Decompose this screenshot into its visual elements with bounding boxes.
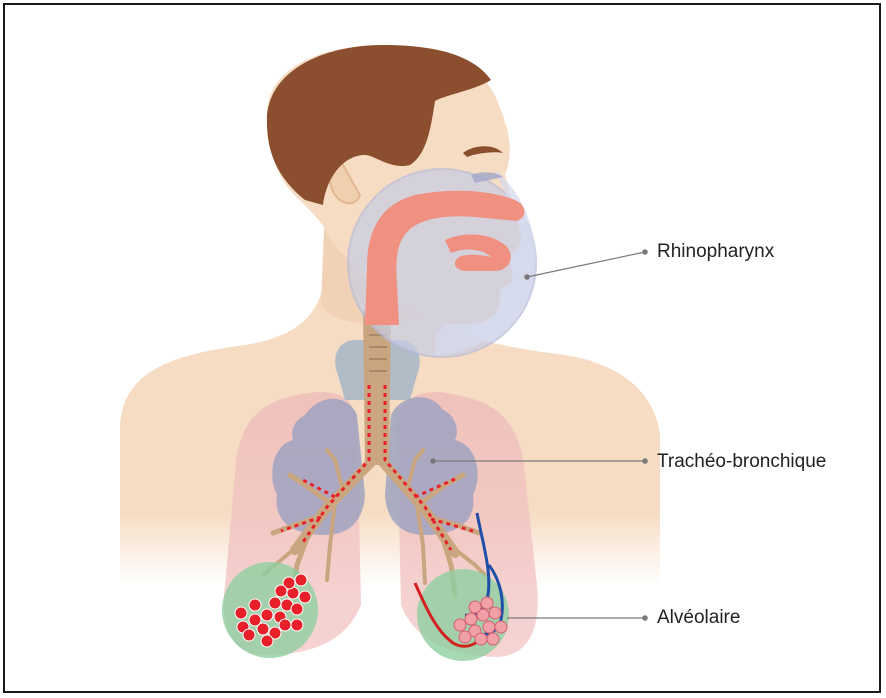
label-alveolaire: Alvéolaire <box>657 607 740 629</box>
label-rhinopharynx: Rhinopharynx <box>657 241 774 263</box>
label-tracheo-bronchique: Trachéo-bronchique <box>657 451 826 473</box>
respiratory-tract-illustration <box>5 5 881 693</box>
diagram-frame: Rhinopharynx Trachéo-bronchique Alvéolai… <box>3 3 881 693</box>
